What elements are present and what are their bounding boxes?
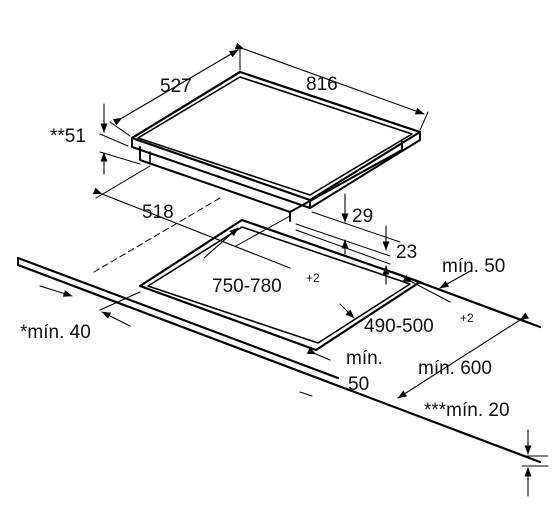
dim-min40-left: [39, 285, 141, 327]
dim-min20: [521, 429, 549, 497]
label-816: 816: [306, 74, 338, 95]
label-23: 23: [396, 242, 417, 263]
dim-min50-right: [419, 269, 473, 291]
dim-51: [99, 103, 141, 175]
hob: [130, 70, 422, 222]
label-min50-front-2: 50: [348, 374, 369, 395]
label-min20: ***mín. 20: [424, 400, 510, 421]
dim-cutout-depth: [402, 274, 451, 303]
label-min600: mín. 600: [418, 358, 492, 379]
label-cutout-depth-tol: +2: [460, 311, 474, 325]
dim-29-23: [295, 193, 401, 285]
dim-518: [92, 165, 291, 273]
label-cutout-width-tol: +2: [306, 271, 320, 285]
dim-cutout-width: [203, 227, 355, 319]
label-518: 518: [142, 202, 174, 223]
dim-816: [234, 42, 429, 131]
label-min50-right: mín. 50: [442, 256, 505, 277]
label-cutout-depth: 490-500: [364, 316, 434, 337]
label-min40-left: *mín. 40: [20, 322, 91, 343]
label-51: **51: [50, 126, 86, 147]
dim-min600: [397, 312, 530, 399]
label-min50-front-1: mín.: [346, 348, 383, 369]
label-29: 29: [352, 206, 373, 227]
label-cutout-width: 750-780: [212, 276, 282, 297]
label-527: 527: [160, 76, 192, 97]
dim-min50-front: [306, 347, 331, 361]
